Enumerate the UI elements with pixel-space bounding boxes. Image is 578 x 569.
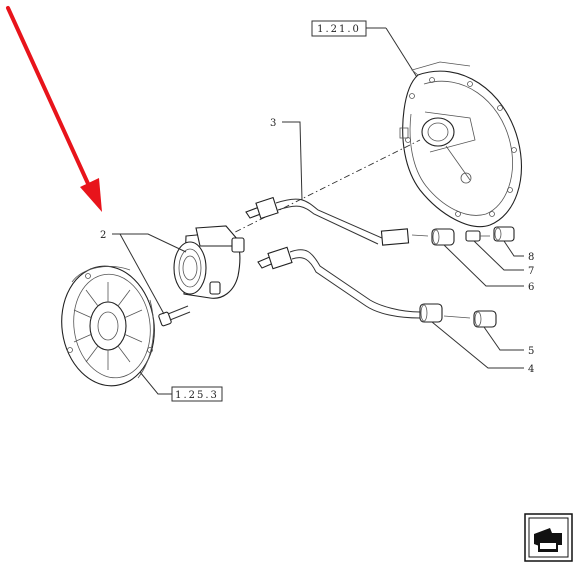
svg-text:4: 4 [528,364,534,375]
callout-6[interactable]: 6 [443,244,534,293]
lower-pipe [257,246,471,323]
fitting-5 [473,310,497,328]
fitting-8 [493,226,515,242]
svg-text:8: 8 [528,252,534,263]
callout-3[interactable]: 3 [270,118,303,201]
svg-text:7: 7 [528,266,534,277]
svg-text:5: 5 [528,346,534,357]
callout-4[interactable]: 4 [431,321,534,375]
clutch-housing [399,61,522,227]
arrow-next-page-icon [534,528,562,552]
callout-2[interactable]: 2 [100,230,187,315]
svg-text:2: 2 [100,230,106,241]
callout-7[interactable]: 7 [473,240,534,277]
next-page-button[interactable] [524,513,573,562]
fitting-6 [431,228,455,246]
callout-8[interactable]: 8 [503,240,534,263]
reference-label-bottom: 1.25.3 [175,390,219,401]
callout-5[interactable]: 5 [483,326,534,357]
fitting-7 [465,230,490,242]
bolt [158,305,191,327]
highlight-arrow [6,6,102,212]
reference-box-bottom[interactable]: 1.25.3 [139,371,223,402]
upper-pipe [245,196,429,246]
reference-box-top[interactable]: 1.21.0 [311,20,421,83]
svg-text:6: 6 [528,282,534,293]
pressure-plate [61,265,155,387]
reference-label-top: 1.21.0 [317,24,361,35]
svg-text:3: 3 [270,118,276,129]
release-bearing [173,225,245,299]
